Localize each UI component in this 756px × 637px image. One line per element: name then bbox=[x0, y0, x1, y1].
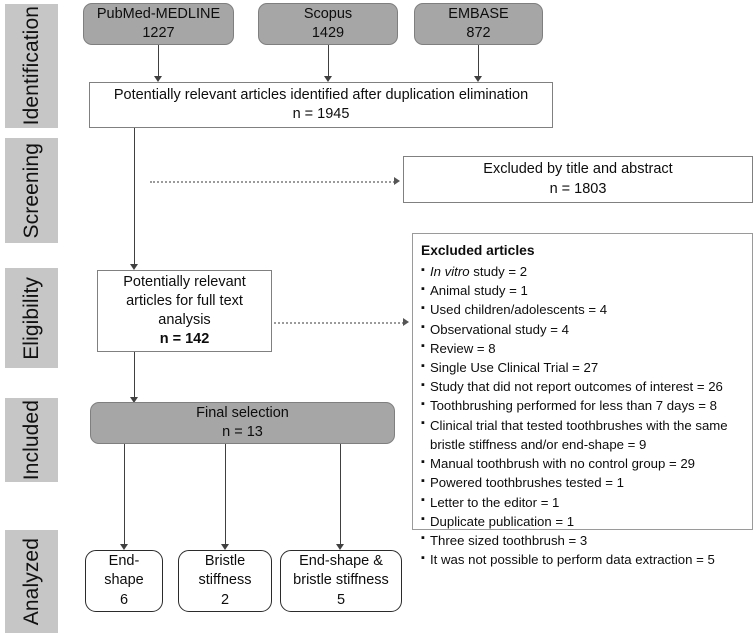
outcome-line-1: End- bbox=[108, 553, 140, 570]
excluded-articles-item: Three sized toothbrush = 3 bbox=[421, 530, 746, 550]
arrowhead-excluded-articles bbox=[403, 318, 409, 326]
arrowhead-pubmed-to-dedup bbox=[154, 76, 162, 82]
outcome-count: 5 bbox=[336, 591, 346, 608]
excluded-item-text: Animal study = 1 bbox=[430, 283, 528, 299]
outcome-box-bristle-stiffness: Bristle stiffness 2 bbox=[178, 550, 272, 612]
excluded-item-text: It was not possible to perform data extr… bbox=[430, 552, 715, 568]
excluded-item-text: Review = 8 bbox=[430, 340, 496, 356]
outcome-line-1: End-shape & bbox=[299, 553, 383, 570]
dedup-box: Potentially relevant articles identified… bbox=[89, 82, 553, 128]
dedup-text: Potentially relevant articles identified… bbox=[113, 86, 529, 103]
connector-to-excluded-articles bbox=[274, 322, 404, 324]
full-text-line-1: Potentially relevant bbox=[123, 273, 246, 290]
excluded-articles-item: Observational study = 4 bbox=[421, 319, 746, 339]
excluded-articles-item: It was not possible to perform data extr… bbox=[421, 550, 746, 569]
stage-bar-eligibility: Eligibility bbox=[5, 268, 58, 368]
outcome-line-2: stiffness bbox=[198, 572, 252, 589]
outcome-box-end-shape: End- shape 6 bbox=[85, 550, 163, 612]
excluded-item-text: study = 2 bbox=[469, 264, 528, 280]
excluded-item-text: Observational study = 4 bbox=[430, 321, 569, 337]
connector-embase-to-dedup bbox=[478, 45, 479, 78]
source-box-embase: EMBASE 872 bbox=[414, 3, 543, 45]
arrowhead-final-to-bristle-stiffness bbox=[221, 544, 229, 550]
stage-bar-included: Included bbox=[5, 398, 58, 482]
excluded-item-text: Three sized toothbrush = 3 bbox=[430, 532, 588, 548]
outcome-line-1: Bristle bbox=[204, 553, 246, 570]
excluded-item-text: Toothbrushing performed for less than 7 … bbox=[430, 398, 717, 414]
outcome-count: 2 bbox=[220, 591, 230, 608]
arrowhead-excluded-title-abstract bbox=[394, 177, 400, 185]
excluded-articles-item: Manual toothbrush with no control group … bbox=[421, 454, 746, 473]
full-text-count: n = 142 bbox=[159, 331, 210, 348]
full-text-analysis-box: Potentially relevant articles for full t… bbox=[97, 270, 272, 352]
arrowhead-fulltext-to-final bbox=[130, 397, 138, 403]
excluded-articles-item: Single Use Clinical Trial = 27 bbox=[421, 358, 746, 377]
outcome-box-end-shape-and-bristle-stiffness: End-shape & bristle stiffness 5 bbox=[280, 550, 402, 612]
excluded-articles-title: Excluded articles bbox=[421, 243, 535, 258]
outcome-line-2: bristle stiffness bbox=[293, 572, 389, 589]
excluded-articles-item: Powered toothbrushes tested = 1 bbox=[421, 473, 746, 492]
excluded-articles-item: Animal study = 1 bbox=[421, 281, 746, 300]
source-count-pubmed: 1227 bbox=[142, 25, 175, 41]
stage-label-analyzed: Analyzed bbox=[19, 537, 43, 626]
connector-final-to-end-shape-and-bristle bbox=[340, 444, 341, 546]
excluded-item-text: Duplicate publication = 1 bbox=[430, 513, 575, 529]
source-box-pubmed: PubMed-MEDLINE 1227 bbox=[83, 3, 234, 45]
excluded-articles-panel: Excluded articles In vitro study = 2 Ani… bbox=[412, 233, 753, 567]
excluded-articles-item: Duplicate publication = 1 bbox=[421, 511, 746, 531]
excluded-articles-item: Clinical trial that tested toothbrushes … bbox=[421, 415, 746, 454]
excluded-articles-item: Study that did not report outcomes of in… bbox=[421, 377, 746, 396]
stage-label-screening: Screening bbox=[19, 142, 43, 239]
arrowhead-embase-to-dedup bbox=[474, 76, 482, 82]
arrowhead-scopus-to-dedup bbox=[324, 76, 332, 82]
stage-label-identification: Identification bbox=[19, 6, 43, 126]
final-selection-text: Final selection bbox=[196, 404, 289, 421]
source-name-embase: EMBASE bbox=[448, 5, 509, 22]
arrowhead-final-to-end-shape bbox=[120, 544, 128, 550]
full-text-line-2: articles for full text bbox=[126, 292, 243, 309]
excluded-item-text: Powered toothbrushes tested = 1 bbox=[430, 475, 624, 491]
connector-pubmed-to-dedup bbox=[158, 45, 159, 78]
source-count-scopus: 1429 bbox=[311, 25, 345, 41]
connector-dedup-to-fulltext bbox=[134, 128, 135, 266]
stage-bar-screening: Screening bbox=[5, 138, 58, 243]
source-box-scopus: Scopus 1429 bbox=[258, 3, 398, 45]
outcome-line-2: shape bbox=[104, 572, 144, 589]
excluded-articles-item: Review = 8 bbox=[421, 338, 746, 358]
stage-bar-analyzed: Analyzed bbox=[5, 530, 58, 633]
connector-to-excluded-title-abstract bbox=[150, 181, 395, 183]
excluded-item-text: Study that did not report outcomes of in… bbox=[430, 379, 723, 395]
outcome-count: 6 bbox=[119, 591, 129, 608]
source-count-embase: 872 bbox=[466, 25, 491, 41]
final-selection-count: n = 13 bbox=[222, 424, 263, 440]
excluded-item-text: Manual toothbrush with no control group … bbox=[430, 456, 696, 472]
excluded-articles-item: Used children/adolescents = 4 bbox=[421, 300, 746, 319]
final-selection-box: Final selection n = 13 bbox=[90, 402, 395, 444]
excluded-articles-item: In vitro study = 2 bbox=[421, 262, 746, 281]
arrowhead-final-to-end-shape-and-bristle bbox=[336, 544, 344, 550]
excluded-item-emphasis: In vitro bbox=[430, 264, 470, 280]
stage-label-included: Included bbox=[19, 399, 43, 481]
connector-final-to-end-shape bbox=[124, 444, 125, 546]
excluded-title-abstract-count: n = 1803 bbox=[549, 180, 607, 197]
full-text-line-3: analysis bbox=[158, 312, 211, 328]
excluded-item-text: Clinical trial that tested toothbrushes … bbox=[430, 417, 728, 452]
connector-fulltext-to-final bbox=[134, 352, 135, 400]
excluded-item-text: Used children/adolescents = 4 bbox=[430, 302, 608, 318]
connector-final-to-bristle-stiffness bbox=[225, 444, 226, 546]
source-name-scopus: Scopus bbox=[303, 5, 353, 22]
excluded-articles-list: In vitro study = 2 Animal study = 1 Used… bbox=[421, 262, 746, 569]
excluded-item-text: Single Use Clinical Trial = 27 bbox=[430, 360, 599, 376]
excluded-articles-item: Letter to the editor = 1 bbox=[421, 492, 746, 512]
excluded-item-text: Letter to the editor = 1 bbox=[430, 494, 560, 510]
stage-label-eligibility: Eligibility bbox=[19, 276, 43, 360]
excluded-articles-item: Toothbrushing performed for less than 7 … bbox=[421, 396, 746, 415]
dedup-count: n = 1945 bbox=[292, 106, 350, 122]
connector-scopus-to-dedup bbox=[328, 45, 329, 78]
stage-bar-identification: Identification bbox=[5, 4, 58, 128]
excluded-title-abstract-text: Excluded by title and abstract bbox=[483, 161, 673, 178]
excluded-title-abstract-box: Excluded by title and abstract n = 1803 bbox=[403, 156, 753, 203]
source-name-pubmed: PubMed-MEDLINE bbox=[96, 5, 221, 22]
arrowhead-dedup-to-fulltext bbox=[130, 264, 138, 270]
